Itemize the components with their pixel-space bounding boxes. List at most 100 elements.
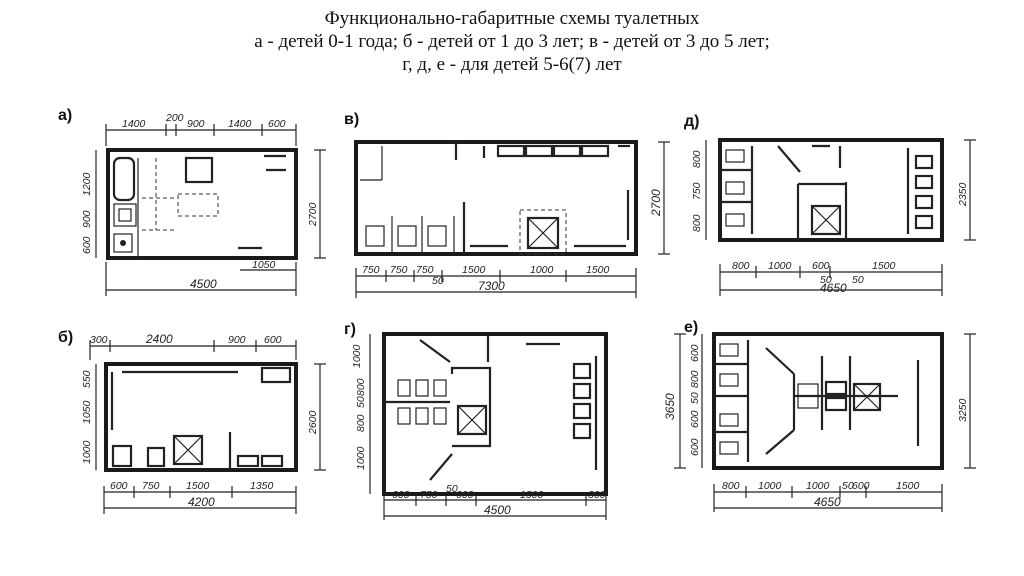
plan-a: а) 1400 200 900 1400 600 1200 900 (58, 107, 326, 296)
plan-v-dim-bottom-1: 750 (362, 264, 380, 276)
plan-g-dim-left-1: 1000 (351, 344, 363, 368)
plan-a-dim-bottom: 1050 (252, 259, 276, 271)
plan-a-dim-top-4: 1400 (228, 118, 252, 130)
plan-a-play-area (177, 193, 219, 217)
plan-d-walls (718, 138, 944, 242)
plan-a-dim-top-2: 200 (165, 112, 184, 124)
plan-a-dim-right: 2700 (307, 202, 319, 227)
plan-b-cabinet (260, 366, 292, 384)
plan-g-dim-bottom-5: 1500 (520, 489, 544, 501)
plan-g-toilet-5 (415, 407, 429, 425)
plan-d-dim-right: 2350 (957, 182, 969, 207)
plan-d-dim-bottom-3: 600 (812, 260, 830, 272)
plan-v-dim-bottom-2: 750 (390, 264, 408, 276)
plan-b-dim-bottom-1: 600 (110, 480, 128, 492)
plan-b-dim-bottom-4: 1350 (250, 480, 274, 492)
plan-v-dim-bottom-5: 1000 (530, 264, 554, 276)
plan-d-dim-total: 4650 (820, 281, 847, 295)
plan-g-toilet-1 (397, 379, 411, 397)
plan-d-dim-bottom-4: 1500 (872, 260, 896, 272)
plan-b-dim-right: 2600 (307, 410, 319, 435)
plan-b-walls (104, 362, 298, 472)
plan-e-dim-bottom-1: 800 (722, 480, 740, 492)
plan-d-toilet-2 (725, 181, 745, 195)
plan-v-shower (526, 216, 560, 250)
plan-g-dim-bottom-2: 750 (420, 489, 438, 501)
plan-d-dim-small-1: 50 (820, 274, 832, 286)
plan-d-dim-left-2: 750 (691, 182, 703, 200)
plan-b-dim-top-3: 900 (228, 334, 246, 346)
plan-v: в) 2700 750 750 750 (344, 111, 670, 298)
plan-g-dim-left-3: 50 (355, 396, 367, 408)
plan-b: б) 300 2400 900 600 550 1050 1000 2600 (58, 329, 326, 514)
plan-g-dim-left-2: 800 (355, 378, 367, 396)
plan-v-dim-bottom-6: 1500 (586, 264, 610, 276)
plan-d-dim-left-3: 800 (691, 214, 703, 232)
plan-g-label: г) (344, 321, 356, 338)
plan-b-label: б) (58, 329, 73, 346)
plan-g-dim-bottom-1: 600 (392, 489, 410, 501)
plan-b-shower (172, 434, 204, 466)
plan-a-bathtub (112, 156, 136, 202)
plan-g-shower (456, 404, 488, 436)
plan-e-dim-bottom-5: 600 (852, 480, 870, 492)
plan-v-walls (354, 140, 638, 256)
title-line-1: Функционально-габаритные схемы туалетных (324, 8, 700, 29)
plan-b-fixture-1 (111, 444, 133, 468)
plan-b-dim-left-1: 550 (81, 370, 93, 388)
plan-e-toilet-3 (719, 413, 739, 427)
plan-e-label: е) (684, 319, 698, 336)
plan-v-dim-right: 2700 (649, 189, 663, 217)
plan-a-dim-top-5: 600 (268, 118, 286, 130)
plan-v-label: в) (344, 111, 359, 128)
title-line-3: г, д, е - для детей 5-6(7) лет (402, 54, 622, 75)
plan-g-dim-left-5: 1000 (355, 446, 367, 470)
plan-g-sink-4 (572, 422, 592, 440)
plan-a-dim-left-3: 600 (81, 236, 93, 254)
plan-e-dim-right: 3250 (957, 398, 969, 422)
plan-b-fixture-2 (146, 446, 166, 468)
plan-b-sink-1 (236, 454, 260, 468)
plan-d: д) 800 750 800 2350 800 1 (684, 113, 976, 296)
plan-e-dim-inner-3: 50 (689, 392, 701, 404)
plan-v-toilet-3 (427, 225, 447, 247)
plan-g-dim-left-4: 800 (355, 414, 367, 432)
plan-b-dim-bottom-2: 750 (142, 480, 160, 492)
plan-e-dim-total: 4650 (814, 495, 841, 509)
plan-e-toilet-1 (719, 343, 739, 357)
plan-b-dim-left-3: 1000 (81, 440, 93, 464)
plan-v-sink-1 (496, 144, 526, 158)
plan-a-toilet (113, 233, 133, 253)
plan-e-dim-bottom-3: 1000 (806, 480, 830, 492)
plan-d-sink-1 (914, 154, 934, 170)
plan-v-sink-3 (552, 144, 582, 158)
plan-v-toilet-2 (397, 225, 417, 247)
plan-a-walls (106, 148, 298, 260)
plan-g-toilet-3 (433, 379, 447, 397)
plan-v-dim-small: 50 (432, 275, 444, 287)
plan-e-walls (712, 332, 944, 470)
plan-d-sink-2 (914, 174, 934, 190)
plan-e-sink-2 (824, 396, 848, 412)
plan-g-toilet-4 (397, 407, 411, 425)
plan-a-dim-left-1: 1200 (81, 172, 93, 196)
plan-d-toilet-1 (725, 149, 745, 163)
plan-e-dim-inner-5: 600 (689, 438, 701, 456)
plan-e-sink-1 (824, 380, 848, 396)
plan-g-toilet-2 (415, 379, 429, 397)
plan-g-walls (382, 332, 608, 496)
plan-d-dim-bottom-2: 1000 (768, 260, 792, 272)
plan-g-dim-bottom-3: 50 (446, 483, 458, 495)
plan-e-cabinet (797, 383, 819, 409)
plan-g-partition (450, 366, 492, 448)
plan-d-sink-3 (914, 194, 934, 210)
plan-e-toilet-2 (719, 373, 739, 387)
plan-e-dim-inner-2: 800 (689, 370, 701, 388)
title-line-2: а - детей 0-1 года; б - детей от 1 до 3 … (254, 31, 770, 52)
plan-g-dim-bottom-4: 600 (456, 489, 474, 501)
plan-d-dim-bottom-1: 800 (732, 260, 750, 272)
plan-d-dim-left-1: 800 (691, 150, 703, 168)
plan-a-dim-top-3: 900 (187, 118, 205, 130)
plan-g-sink-2 (572, 382, 592, 400)
